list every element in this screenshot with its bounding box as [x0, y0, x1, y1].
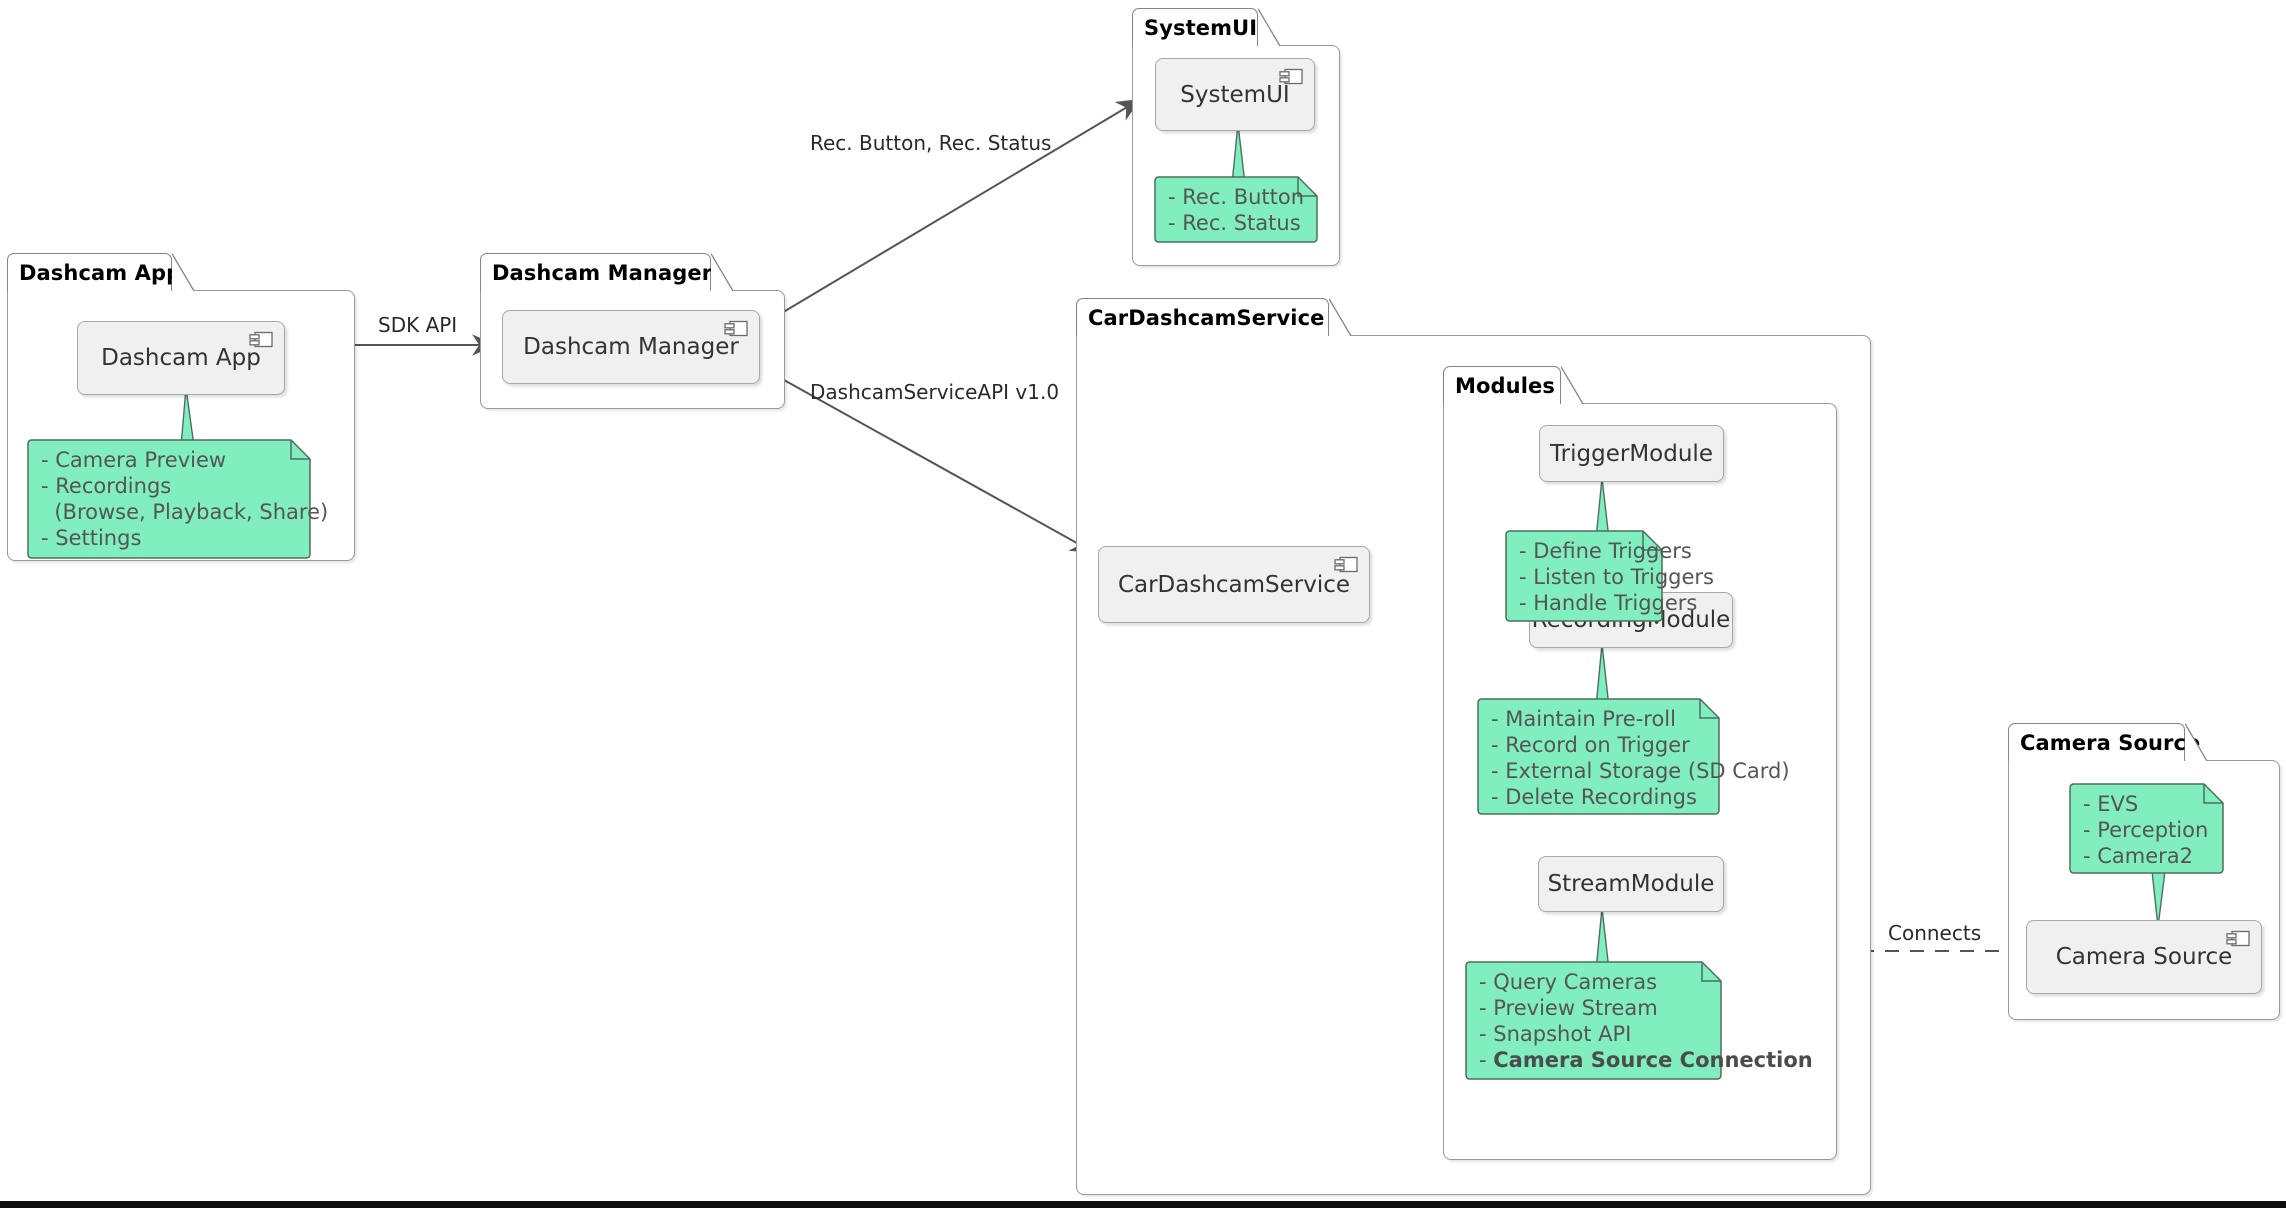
- note-stream-module: - Query Cameras- Preview Stream- Snapsho…: [1465, 961, 1813, 1080]
- edge-dashcam-service-api: [774, 374, 1095, 553]
- edge-label-sdk-api: SDK API: [378, 313, 458, 337]
- package-camera-source: Camera Source - EVS- Perception- Camera2…: [2008, 723, 2280, 1020]
- package-fold-dashcam-manager: [711, 253, 734, 291]
- note-text-system-ui: - Rec. Button- Rec. Status: [1168, 185, 1305, 235]
- component-icon: [2226, 930, 2250, 947]
- note-text-dashcam-app: - Camera Preview- Recordings (Browse, Pl…: [41, 448, 329, 550]
- package-car-dashcam-service: CarDashcamService CarDashcamService Modu…: [1076, 298, 1871, 1195]
- note-recording-module: - Maintain Pre-roll- Record on Trigger- …: [1477, 698, 1790, 815]
- component-camera-source[interactable]: Camera Source: [2026, 920, 2262, 994]
- component-dashcam-manager[interactable]: Dashcam Manager: [502, 310, 760, 384]
- component-label-dashcam-manager: Dashcam Manager: [523, 334, 739, 360]
- component-icon: [249, 331, 273, 348]
- note-dashcam-app: - Camera Preview- Recordings (Browse, Pl…: [27, 439, 329, 559]
- package-label-modules: Modules: [1455, 373, 1555, 398]
- component-label-trigger-module: TriggerModule: [1550, 440, 1713, 467]
- component-label-camera-source: Camera Source: [2055, 944, 2233, 970]
- component-label-stream-module: StreamModule: [1547, 871, 1715, 897]
- package-fold-car-dashcam-service: [1329, 298, 1352, 336]
- package-modules: Modules TriggerModule - Define Triggers-…: [1443, 366, 1837, 1160]
- component-icon: [1334, 556, 1358, 573]
- component-label-dashcam-app: Dashcam App: [101, 345, 261, 371]
- edge-label-dashcam-service-api: DashcamServiceAPI v1.0: [810, 380, 1060, 404]
- edge-label-rec-button-status: Rec. Button, Rec. Status: [810, 131, 1052, 155]
- note-camera-source: - EVS- Perception- Camera2: [2069, 783, 2224, 874]
- component-dashcam-app[interactable]: Dashcam App: [77, 321, 285, 395]
- package-label-system-ui: SystemUI: [1144, 15, 1258, 40]
- package-label-dashcam-app: Dashcam App: [19, 260, 182, 285]
- package-tab-system-ui: SystemUI: [1132, 8, 1258, 46]
- note-text-trigger-module: - Define Triggers- Listen to Triggers- H…: [1519, 539, 1714, 615]
- component-system-ui[interactable]: SystemUI: [1155, 58, 1315, 131]
- component-label-system-ui: SystemUI: [1180, 81, 1290, 108]
- window-bottom-bar: [0, 1201, 2286, 1208]
- package-tab-modules: Modules: [1443, 366, 1561, 404]
- package-label-dashcam-manager: Dashcam Manager: [492, 260, 713, 285]
- package-fold-modules: [1561, 366, 1584, 404]
- note-text-recording-module: - Maintain Pre-roll- Record on Trigger- …: [1491, 707, 1790, 809]
- edge-label-connects: Connects: [1888, 921, 1982, 945]
- component-trigger-module[interactable]: TriggerModule: [1539, 425, 1724, 482]
- package-label-car-dashcam-service: CarDashcamService: [1088, 305, 1325, 330]
- package-label-camera-source: Camera Source: [2020, 730, 2201, 755]
- package-dashcam-manager: Dashcam Manager Dashcam Manager: [480, 253, 785, 409]
- package-tab-dashcam-manager: Dashcam Manager: [480, 253, 713, 291]
- package-dashcam-app: Dashcam App Dashcam App - Camera Prev: [7, 253, 355, 561]
- component-label-car-dashcam-service: CarDashcamService: [1117, 571, 1351, 598]
- package-tab-camera-source: Camera Source: [2008, 723, 2200, 761]
- component-icon: [724, 320, 748, 337]
- component-car-dashcam-service[interactable]: CarDashcamService: [1098, 546, 1370, 623]
- package-tab-car-dashcam-service: CarDashcamService: [1076, 298, 1329, 336]
- note-text-camera-source: - EVS- Perception- Camera2: [2083, 792, 2209, 868]
- package-tab-dashcam-app: Dashcam App: [7, 253, 181, 291]
- note-system-ui: - Rec. Button- Rec. Status: [1154, 176, 1318, 243]
- note-trigger-module: - Define Triggers- Listen to Triggers- H…: [1505, 530, 1714, 622]
- package-fold-dashcam-app: [172, 253, 195, 291]
- edge-rec-button-status: [769, 98, 1141, 321]
- package-fold-system-ui: [1258, 8, 1281, 46]
- note-text-stream-module: - Query Cameras- Preview Stream- Snapsho…: [1479, 970, 1813, 1072]
- package-system-ui: SystemUI SystemUI - Rec. Button- Rec. St…: [1132, 8, 1340, 266]
- component-icon: [1279, 68, 1303, 85]
- package-fold-camera-source: [2185, 723, 2208, 761]
- component-stream-module[interactable]: StreamModule: [1538, 856, 1724, 912]
